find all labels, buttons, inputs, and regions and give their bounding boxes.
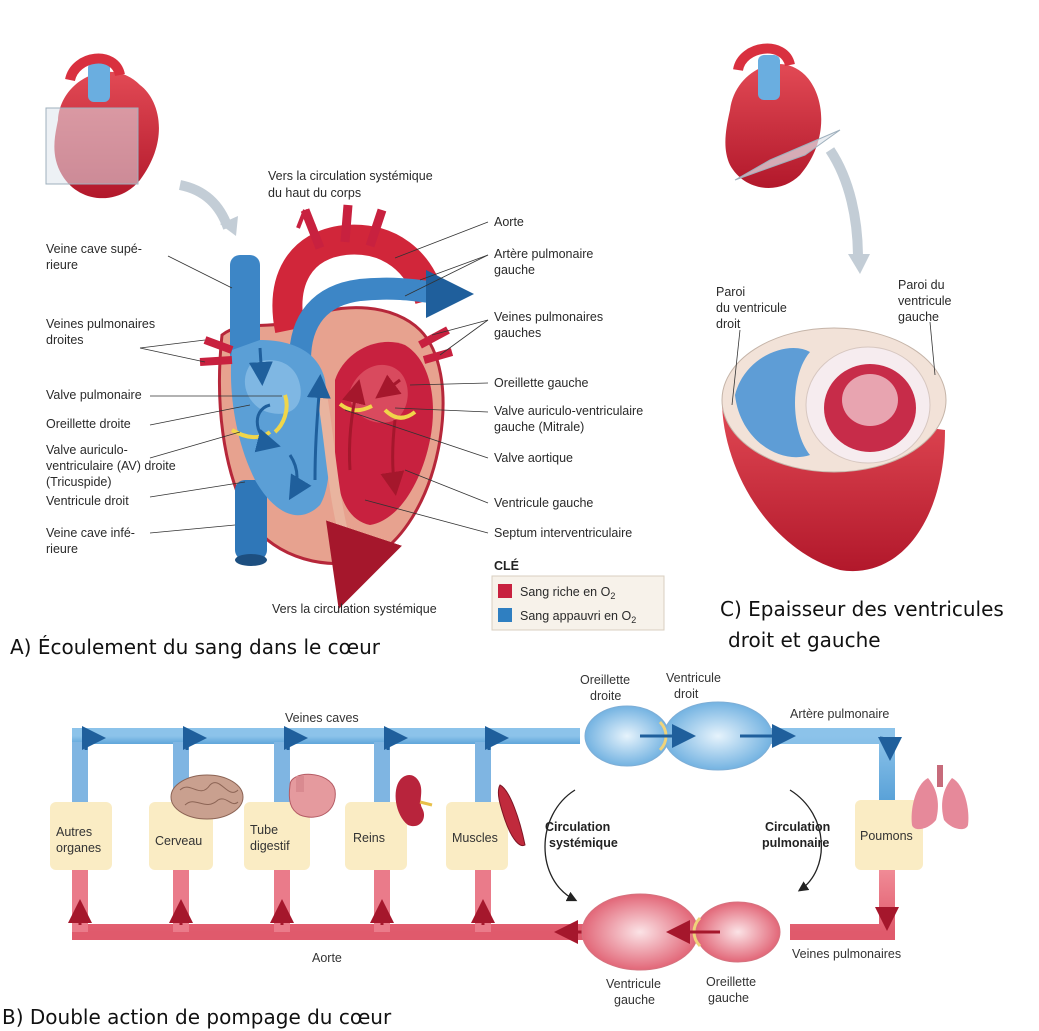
label-cerveau: Cerveau	[155, 834, 202, 848]
caption-b: B) Double action de pompage du cœur	[2, 1005, 392, 1029]
label-artere-pulmonaire-1: Artère pulmonaire	[494, 247, 593, 261]
label-ventricule-gauche-2: gauche	[614, 993, 655, 1007]
label-top-1: Vers la circulation systémique	[268, 169, 433, 183]
panel-b: Veines caves Aorte Artère pulmonaire Vei…	[2, 671, 968, 1029]
thumbnail-heart-c	[725, 49, 840, 188]
label-valve-av-gauche-1: Valve auriculo-ventriculaire	[494, 404, 643, 418]
label-artere-pulmonaire-b: Artère pulmonaire	[790, 707, 889, 721]
label-paroi-droit-3: droit	[716, 317, 741, 331]
label-circ-sys-1: Circulation	[545, 820, 610, 834]
label-ventricule-gauche-1: Ventricule	[606, 977, 661, 991]
zoom-arrow-c	[830, 150, 858, 258]
brain-icon	[171, 775, 243, 819]
label-valve-av-droite-1: Valve auriculo-	[46, 443, 128, 457]
label-paroi-gauche-1: Paroi du	[898, 278, 945, 292]
label-veines-caves: Veines caves	[285, 711, 359, 725]
label-vp-droites-1: Veines pulmonaires	[46, 317, 155, 331]
left-heart-pump	[582, 894, 780, 970]
stomach-icon	[289, 774, 335, 817]
vessel-artere-pulmonaire	[770, 736, 887, 800]
key-title: CLÉ	[494, 558, 519, 573]
label-veines-pulmonaires-gauches-2: gauches	[494, 326, 541, 340]
label-oreillette-droite-1: Oreillette	[580, 673, 630, 687]
label-oreillette-gauche-2: gauche	[708, 991, 749, 1005]
label-paroi-gauche-2: ventricule	[898, 294, 952, 308]
key-poor-label: Sang appauvri en O2	[520, 609, 636, 625]
panel-c: Paroi du ventricule droit Paroi du ventr…	[716, 49, 1004, 652]
thumbnail-heart-a	[46, 59, 159, 199]
label-aorte: Aorte	[494, 215, 524, 229]
label-muscles: Muscles	[452, 831, 498, 845]
label-ventricule-droit-2: droit	[674, 687, 699, 701]
label-oreillette-gauche-1: Oreillette	[706, 975, 756, 989]
label-vcs-1: Veine cave supé-	[46, 242, 142, 256]
label-ventricule-droit: Ventricule droit	[46, 494, 129, 508]
caption-c-2: droit et gauche	[728, 628, 881, 652]
label-septum: Septum interventriculaire	[494, 526, 632, 540]
label-circ-pulm-1: Circulation	[765, 820, 830, 834]
vessel-aorte	[80, 860, 590, 932]
label-ventricule-droit-1: Ventricule	[666, 671, 721, 685]
label-oreillette-droite-2: droite	[590, 689, 621, 703]
key-swatch-poor	[498, 608, 512, 622]
label-valve-av-droite-3: (Tricuspide)	[46, 475, 112, 489]
label-veines-pulmonaires-b: Veines pulmonaires	[792, 947, 901, 961]
label-vp-droites-2: droites	[46, 333, 84, 347]
label-veines-pulmonaires-gauches-1: Veines pulmonaires	[494, 310, 603, 324]
label-vci-2: rieure	[46, 542, 78, 556]
label-oreillette-gauche: Oreillette gauche	[494, 376, 589, 390]
key-swatch-rich	[498, 584, 512, 598]
lungs-icon	[912, 765, 969, 829]
label-autres-2: organes	[56, 841, 101, 855]
label-valve-pulmonaire: Valve pulmonaire	[46, 388, 142, 402]
label-valve-av-droite-2: ventriculaire (AV) droite	[46, 459, 176, 473]
label-vcs-2: rieure	[46, 258, 78, 272]
vessel-veines-pulmonaires	[790, 870, 887, 932]
label-artere-pulmonaire-2: gauche	[494, 263, 535, 277]
ventricle-cross-section	[722, 328, 946, 571]
label-tube-2: digestif	[250, 839, 290, 853]
label-valve-av-gauche-2: gauche (Mitrale)	[494, 420, 584, 434]
label-paroi-droit-1: Paroi	[716, 285, 745, 299]
label-paroi-gauche-3: gauche	[898, 310, 939, 324]
caption-c-1: C) Epaisseur des ventricules	[720, 597, 1004, 621]
caption-a: A) Écoulement du sang dans le cœur	[10, 635, 381, 659]
label-autres-1: Autres	[56, 825, 92, 839]
label-circ-sys-2: systémique	[549, 836, 618, 850]
vessel-veines-caves	[80, 736, 580, 745]
heart-section	[200, 205, 462, 590]
zoom-arrow-a	[180, 185, 228, 228]
right-heart-pump	[585, 702, 790, 770]
label-ventricule-gauche: Ventricule gauche	[494, 496, 593, 510]
label-paroi-droit-2: du ventricule	[716, 301, 787, 315]
label-aorte-b: Aorte	[312, 951, 342, 965]
label-reins: Reins	[353, 831, 385, 845]
label-bottom: Vers la circulation systémique	[272, 602, 437, 616]
label-vci-1: Veine cave infé-	[46, 526, 135, 540]
label-oreillette-droite: Oreillette droite	[46, 417, 131, 431]
label-circ-pulm-2: pulmonaire	[762, 836, 829, 850]
key-legend: CLÉ Sang riche en O2 Sang appauvri en O2	[492, 558, 664, 630]
label-poumons: Poumons	[860, 829, 913, 843]
label-top-2: du haut du corps	[268, 186, 361, 200]
label-tube-1: Tube	[250, 823, 278, 837]
label-valve-aortique: Valve aortique	[494, 451, 573, 465]
panel-a: Vers la circulation systémique du haut d…	[10, 59, 664, 659]
key-rich-label: Sang riche en O2	[520, 585, 615, 601]
